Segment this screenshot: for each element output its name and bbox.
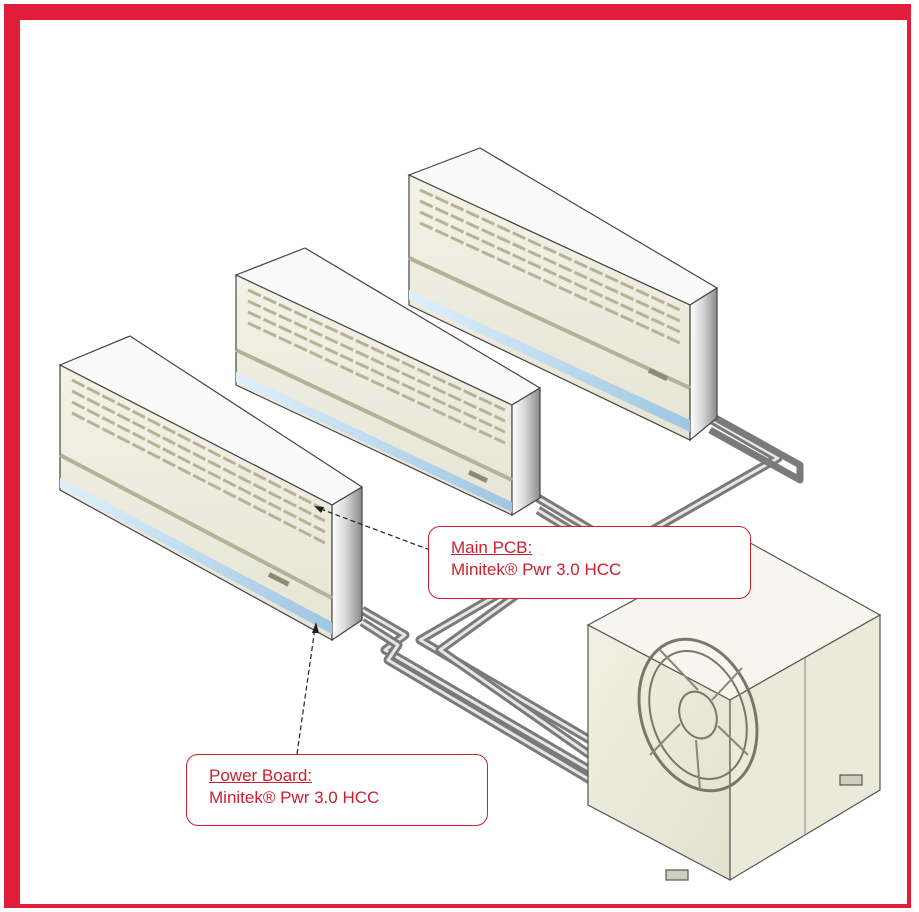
main-pcb-leader-line bbox=[317, 507, 431, 551]
power-board-callout: Power Board: Minitek® Pwr 3.0 HCC bbox=[186, 754, 488, 826]
power-board-part: Minitek® Pwr 3.0 HCC bbox=[209, 788, 380, 807]
power-board-leader-line bbox=[296, 627, 316, 755]
red-border-frame bbox=[4, 4, 911, 908]
main-pcb-part: Minitek® Pwr 3.0 HCC bbox=[451, 560, 622, 579]
outdoor-condenser-unit bbox=[586, 539, 882, 882]
power-board-heading: Power Board: bbox=[209, 766, 312, 785]
indoor-unit-middle bbox=[234, 247, 542, 517]
indoor-unit-rear bbox=[407, 147, 719, 442]
power-board-arrowhead bbox=[312, 622, 319, 633]
main-pcb-callout: Main PCB: Minitek® Pwr 3.0 HCC bbox=[428, 526, 751, 599]
main-pcb-heading: Main PCB: bbox=[451, 538, 533, 557]
indoor-unit-front bbox=[58, 335, 364, 642]
main-pcb-arrowhead bbox=[314, 506, 324, 513]
callout-leader-lines bbox=[296, 506, 431, 755]
